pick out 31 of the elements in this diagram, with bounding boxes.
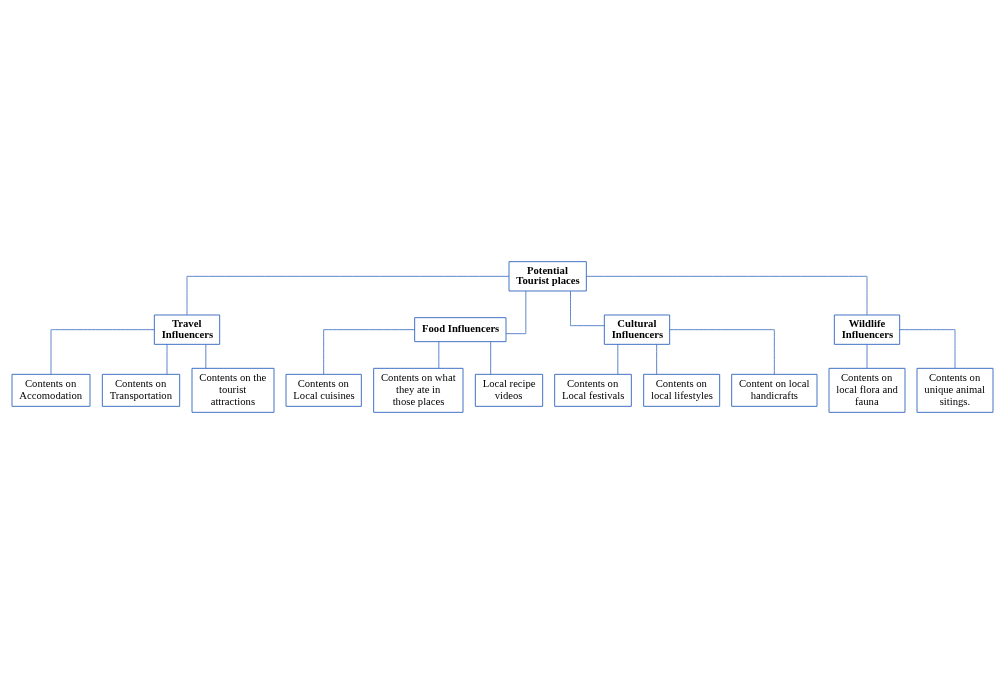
connector xyxy=(866,343,868,369)
node-box: Contents on local flora and fauna xyxy=(828,367,906,413)
connector xyxy=(490,341,492,375)
node-box: Contents on unique animal sitings. xyxy=(916,367,994,413)
node-box: Wildlife Influencers xyxy=(833,314,901,345)
connector xyxy=(323,328,416,374)
connector xyxy=(438,341,440,369)
node-box: Contents on Accomodation xyxy=(11,373,91,407)
connector xyxy=(669,328,775,374)
node-box: Cultural Influencers xyxy=(603,314,671,345)
connector xyxy=(586,275,868,315)
node-box: Contents on Transportation xyxy=(101,373,181,407)
node-box: Contents on what they ate in those places xyxy=(373,367,464,413)
connector xyxy=(505,290,527,334)
connector xyxy=(50,328,155,374)
node-box: Contents on the tourist attractions xyxy=(191,367,275,413)
connector xyxy=(899,328,956,369)
connector xyxy=(570,290,605,326)
connector xyxy=(617,343,619,375)
node-box: Content on local handicrafts xyxy=(731,373,818,407)
node-box: Contents on Local cuisines xyxy=(285,373,362,407)
connector xyxy=(205,343,207,369)
connector xyxy=(186,275,510,315)
connector xyxy=(166,343,168,375)
node-box: Contents on local lifestyles xyxy=(643,373,721,407)
node-box: Local recipe videos xyxy=(474,373,544,407)
node-box: Potential Tourist places xyxy=(508,260,587,291)
connector xyxy=(656,343,658,375)
node-box: Contents on Local festivals xyxy=(554,373,632,407)
node-box: Food Influencers xyxy=(414,316,507,342)
node-box: Travel Influencers xyxy=(153,314,221,345)
